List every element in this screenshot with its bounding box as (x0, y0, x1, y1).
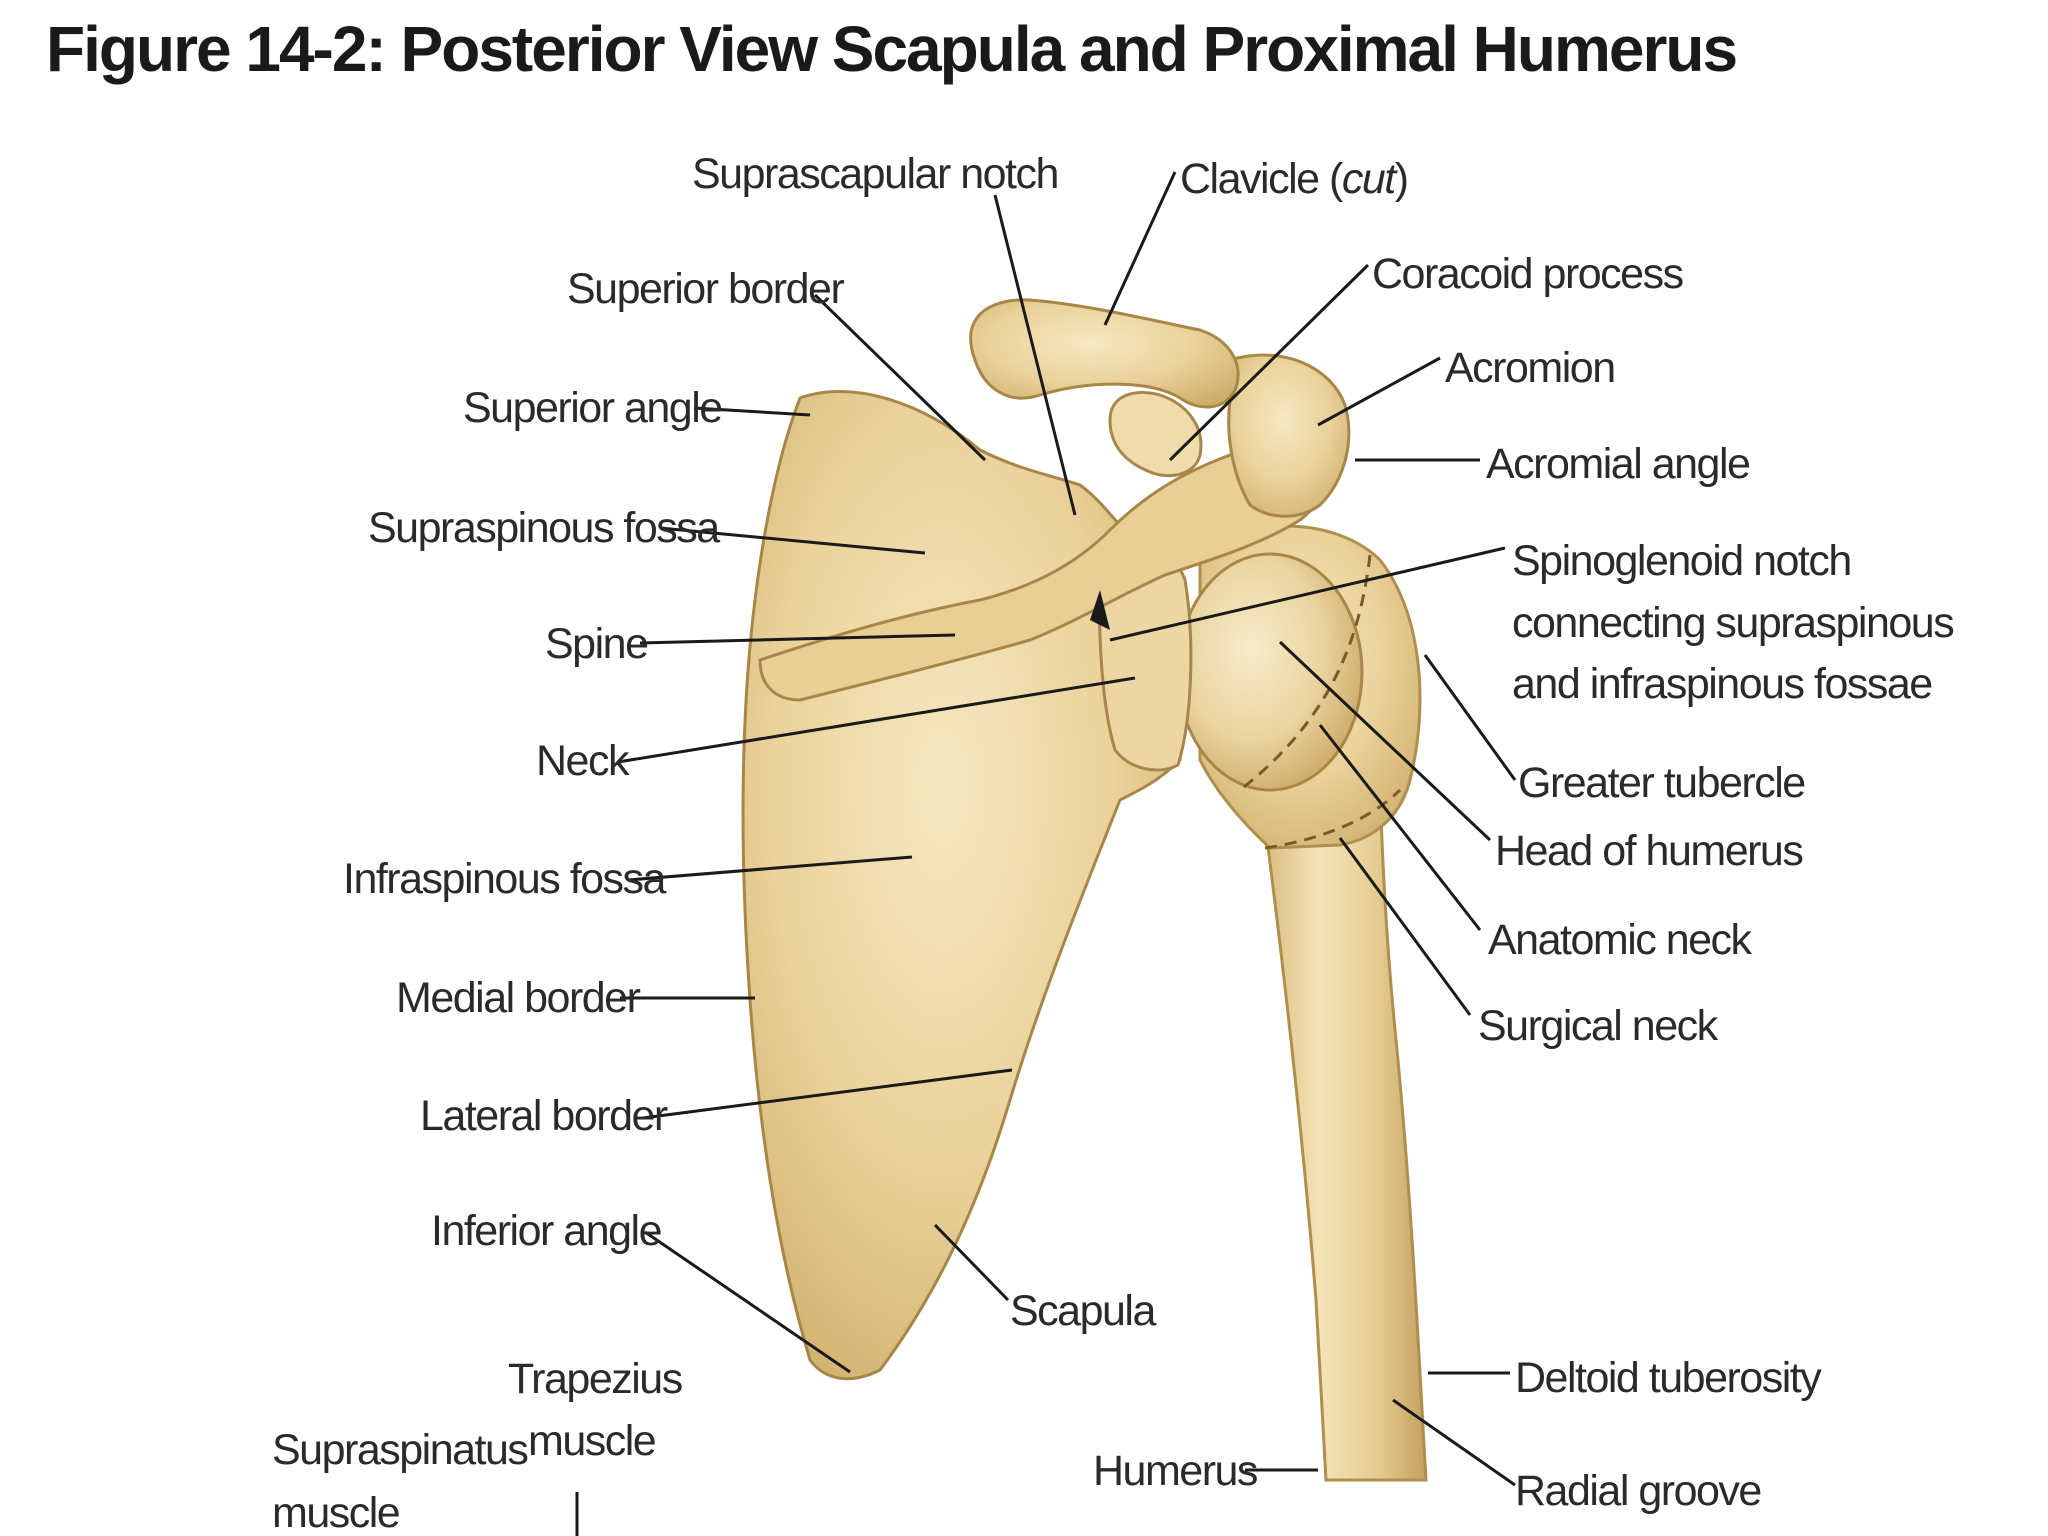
leader-head-of-humerus (1278, 640, 1492, 842)
label-trapezius-line1: Trapezius (508, 1355, 682, 1403)
leader-radial-groove (1392, 1398, 1516, 1487)
leader-surgical-neck (1338, 837, 1472, 1016)
humerus-shaft (1260, 778, 1428, 1482)
leader-superior-angle (693, 406, 811, 417)
label-deltoid-tuberosity: Deltoid tuberosity (1515, 1354, 1822, 1402)
label-inferior-angle: Inferior angle (431, 1207, 661, 1255)
leader-anatomic-neck (1318, 724, 1482, 931)
leader-greater-tubercle (1423, 654, 1517, 781)
leader-lines (575, 171, 1517, 1536)
acromion-bone (1227, 353, 1351, 518)
leader-scapula (933, 1223, 1010, 1302)
clavicle-bone (969, 298, 1240, 409)
label-anatomic-neck: Anatomic neck (1488, 916, 1753, 964)
label-scapula: Scapula (1010, 1287, 1156, 1335)
label-clavicle: Clavicle (cut) (1180, 155, 1408, 203)
leader-spine (639, 633, 956, 645)
leader-supraspinous-fossa (659, 526, 926, 555)
label-head-of-humerus: Head of humerus (1495, 827, 1802, 875)
label-superior-border: Superior border (567, 265, 844, 313)
humerus-head (1176, 552, 1364, 792)
label-acromion: Acromion (1445, 344, 1615, 392)
coracoid-bone (1108, 390, 1203, 478)
label-spine: Spine (545, 620, 647, 668)
label-spinoglenoid-line3: and infraspinous fossae (1512, 660, 1932, 708)
label-spinoglenoid-line2: connecting supraspinous (1512, 599, 1953, 647)
leader-neck (617, 676, 1136, 764)
label-superior-angle: Superior angle (463, 384, 722, 432)
label-supraspinatus-line2: muscle (272, 1489, 399, 1536)
label-acromial-angle: Acromial angle (1486, 440, 1749, 488)
label-infraspinous-fossa: Infraspinous fossa (343, 855, 667, 903)
label-coracoid-process: Coracoid process (1372, 250, 1683, 298)
spinoglenoid-arrow (1090, 590, 1110, 630)
label-medial-border: Medial border (396, 974, 641, 1022)
leader-clavicle (1103, 171, 1177, 326)
label-radial-groove: Radial groove (1515, 1467, 1761, 1515)
leader-superior-border (813, 293, 987, 462)
leader-coracoid (1168, 263, 1370, 462)
label-supraspinatus-line1: Supraspinatus (272, 1426, 527, 1474)
label-lateral-border: Lateral border (420, 1092, 668, 1140)
label-neck: Neck (536, 737, 630, 785)
leader-suprascapular-notch (993, 194, 1077, 516)
labels: Suprascapular notch Clavicle (cut) Super… (272, 150, 1955, 1536)
label-supraspinous-fossa: Supraspinous fossa (368, 504, 720, 552)
leader-lateral-border (642, 1068, 1013, 1120)
leader-spinoglenoid (1109, 546, 1506, 642)
anatomic-neck-line (1239, 554, 1372, 792)
leader-inferior-angle (644, 1230, 851, 1374)
label-trapezius-line2: muscle (528, 1417, 655, 1465)
label-spinoglenoid-line1: Spinoglenoid notch (1512, 537, 1851, 585)
label-surgical-neck: Surgical neck (1478, 1002, 1719, 1050)
label-suprascapular-notch: Suprascapular notch (692, 150, 1058, 198)
leader-infraspinous-fossa (627, 855, 913, 882)
leader-acromion (1317, 356, 1441, 427)
figure-title: Figure 14-2: Posterior View Scapula and … (46, 13, 1738, 85)
label-greater-tubercle: Greater tubercle (1518, 759, 1805, 807)
label-humerus: Humerus (1093, 1447, 1257, 1495)
